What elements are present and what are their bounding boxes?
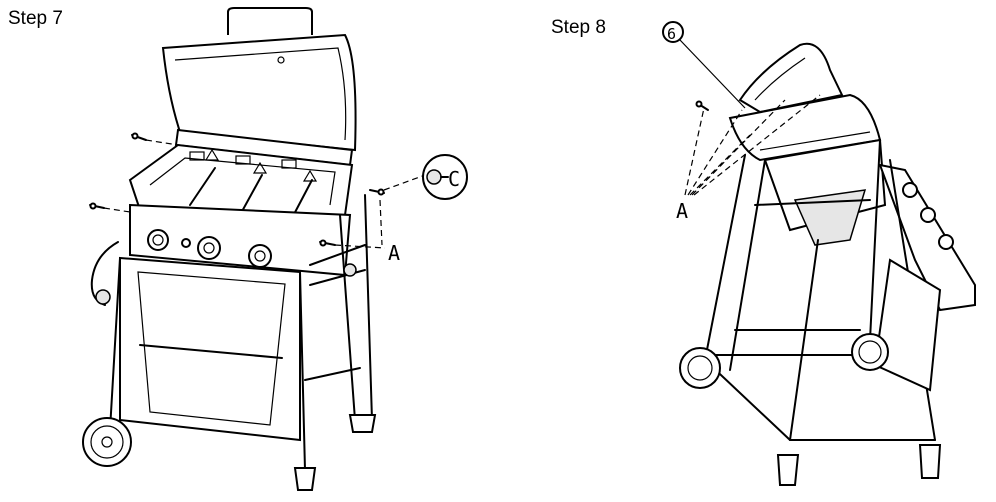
screw: [319, 239, 336, 247]
igniter-button: [181, 238, 191, 248]
grill-lid: [161, 33, 357, 152]
step-8-title: Step 8: [551, 17, 606, 38]
step-8-grill-illustration: 6 A: [662, 21, 976, 486]
regulator: [95, 289, 111, 305]
caster-foot: [776, 454, 800, 486]
callout-a-label-step8: A: [676, 199, 688, 223]
step-7-title: Step 7: [8, 8, 63, 29]
side-knob: [343, 263, 357, 277]
screw: [131, 132, 147, 141]
caster-foot: [348, 414, 377, 433]
control-knob: [147, 229, 169, 251]
cart-cabinet: [119, 256, 301, 442]
caster-foot: [918, 444, 942, 479]
grill-lid: [738, 42, 844, 114]
wheel: [82, 417, 132, 467]
step-7-grill-illustration: C A: [82, 7, 468, 491]
control-knob: [197, 236, 221, 260]
part-number-circle: [662, 21, 684, 43]
part-number-label: 6: [667, 25, 676, 43]
lid-handle: [227, 7, 313, 35]
wheel: [679, 347, 721, 389]
callout-c-label: C: [448, 167, 460, 191]
callout-a-label-step7: A: [388, 241, 400, 265]
wheel: [851, 333, 889, 371]
side-shelf: [878, 163, 976, 312]
screw: [695, 100, 709, 111]
screw: [89, 202, 105, 210]
control-knob: [248, 244, 272, 268]
caster-foot: [293, 467, 317, 491]
screw: [369, 188, 385, 196]
